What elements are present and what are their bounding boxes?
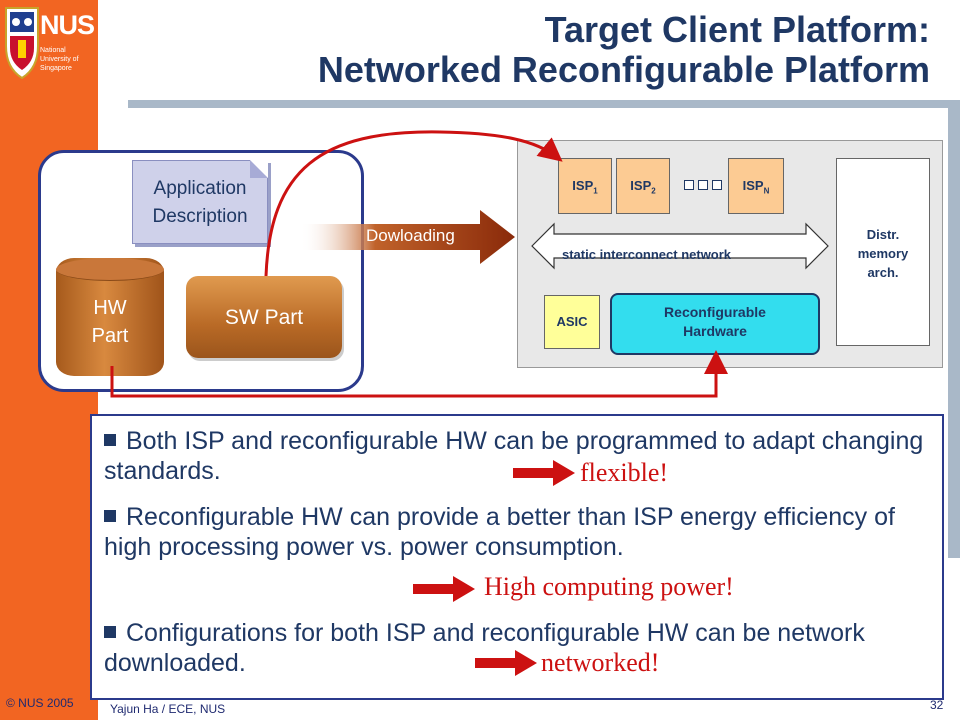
title-underline-bar	[128, 100, 960, 108]
reconfig-line-1: Reconfigurable	[664, 304, 766, 320]
app-desc-line-2: Description	[152, 206, 248, 227]
interconnect-double-arrow-icon	[531, 222, 829, 270]
sw-part-label: SW Part	[224, 306, 304, 329]
distributed-memory-block: Distr. memory arch.	[836, 158, 930, 346]
crest-icon	[5, 7, 39, 80]
logo-subtitle: National University of Singapore	[40, 47, 79, 72]
hw-part-cylinder: HW Part	[56, 258, 164, 376]
bullet-2: Reconfigurable HW can provide a better t…	[104, 503, 895, 561]
isp-1-block: ISP1	[558, 158, 612, 214]
red-arrow-icon	[475, 650, 537, 676]
hw-to-reconfig-arrow	[110, 350, 728, 398]
downloading-label: Dowloading	[366, 226, 455, 245]
bullet-1: Both ISP and reconfigurable HW can be pr…	[104, 427, 924, 485]
asic-block: ASIC	[544, 295, 600, 349]
tag-flexible: flexible!	[580, 458, 669, 487]
nus-logo	[4, 6, 96, 86]
copyright-footer: © NUS 2005	[6, 696, 74, 710]
isp-2-block: ISP2	[616, 158, 670, 214]
bullet-square-icon	[104, 626, 116, 638]
logo-wordmark: NUS	[40, 10, 95, 40]
isp-n-block: ISPN	[728, 158, 784, 214]
cylinder-top	[56, 258, 164, 281]
sw-to-isp-arrow	[264, 130, 563, 277]
bullet-3: Configurations for both ISP and reconfig…	[104, 619, 865, 677]
tag-networked: networked!	[541, 648, 660, 677]
page-number: 32	[930, 698, 944, 712]
memory-line-2: memory	[857, 246, 909, 261]
sw-part-box: SW Part	[186, 276, 342, 358]
right-shadow-bar	[948, 108, 960, 558]
downloading-arrow-icon	[300, 210, 515, 264]
reconfigurable-hardware-block: Reconfigurable Hardware	[610, 293, 820, 355]
app-desc-line-1: Application	[153, 178, 247, 199]
ellipsis-icon	[684, 180, 724, 190]
hw-part-line-2: Part	[91, 325, 129, 347]
title-line-2: Networked Reconfigurable Platform	[317, 49, 930, 90]
application-description-doc: Application Description	[132, 160, 268, 244]
author-footer: Yajun Ha / ECE, NUS	[110, 702, 226, 716]
page-fold-icon	[250, 160, 268, 178]
memory-line-3: arch.	[867, 265, 899, 280]
hw-part-line-1: HW	[93, 297, 127, 319]
red-arrow-icon	[413, 576, 475, 602]
red-arrow-icon	[513, 460, 575, 486]
interconnect-network-label: static interconnect network	[562, 247, 732, 262]
title-line-1: Target Client Platform:	[544, 9, 930, 50]
memory-line-1: Distr.	[866, 227, 900, 242]
tag-high-computing-power: High computing power!	[484, 572, 734, 601]
bullet-square-icon	[104, 510, 116, 522]
reconfig-line-2: Hardware	[683, 323, 747, 339]
slide-title: Target Client Platform: Networked Reconf…	[110, 10, 930, 90]
bullet-square-icon	[104, 434, 116, 446]
